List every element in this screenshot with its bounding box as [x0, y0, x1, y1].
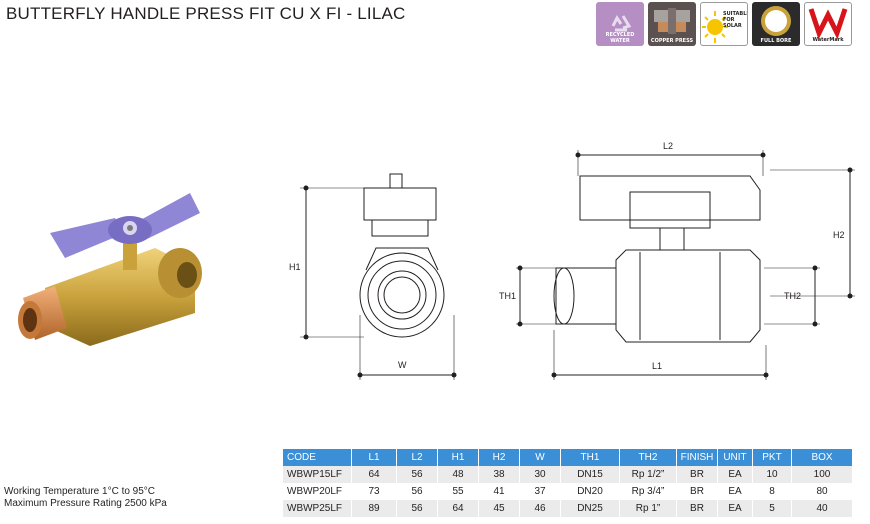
table-row: WBWP25LF 89 56 64 45 46 DN25 Rp 1” BR EA… — [283, 500, 853, 517]
cell-w: 46 — [519, 500, 561, 517]
badge-label: SUITABLE FOR SOLAR — [723, 11, 748, 29]
cell-box: 40 — [791, 500, 853, 517]
cell-th2: Rp 3/4” — [619, 483, 677, 500]
cell-h2: 41 — [478, 483, 520, 500]
cell-th2: Rp 1/2” — [619, 466, 677, 483]
dim-label-th1: TH1 — [499, 291, 516, 301]
col-code: CODE — [283, 449, 352, 466]
cell-l2: 56 — [396, 483, 438, 500]
table-row: WBWP20LF 73 56 55 41 37 DN20 Rp 3/4” BR … — [283, 483, 853, 500]
cell-th1: DN15 — [560, 466, 620, 483]
side-handle — [363, 187, 437, 221]
specifications: Working Temperature 1°C to 95°C Maximum … — [4, 486, 167, 510]
cell-finish: BR — [676, 483, 718, 500]
cell-unit: EA — [717, 500, 753, 517]
cell-unit: EA — [717, 466, 753, 483]
side-handle-top — [389, 173, 403, 189]
certification-badges: RECYCLED WATER COPPER PRESS SUITABLE FOR… — [596, 2, 852, 46]
dim-label-th2: TH2 — [784, 291, 801, 301]
dim-label-l2: L2 — [663, 141, 673, 151]
cell-finish: BR — [676, 500, 718, 517]
full-bore-badge: FULL BORE — [752, 2, 800, 46]
sun-icon — [702, 11, 728, 43]
col-l1: L1 — [351, 449, 397, 466]
cell-l2: 56 — [396, 466, 438, 483]
copper-press-icon — [654, 8, 690, 34]
watermark-icon — [808, 8, 848, 40]
cell-h2: 38 — [478, 466, 520, 483]
cell-th2: Rp 1” — [619, 500, 677, 517]
dim-label-w: W — [398, 360, 407, 370]
cell-l2: 56 — [396, 500, 438, 517]
cell-code: WBWP20LF — [283, 483, 352, 500]
cell-h1: 55 — [437, 483, 479, 500]
cell-code: WBWP25LF — [283, 500, 352, 517]
cell-th1: DN20 — [560, 483, 620, 500]
cell-box: 80 — [791, 483, 853, 500]
cell-h2: 45 — [478, 500, 520, 517]
cell-unit: EA — [717, 483, 753, 500]
cell-pkt: 8 — [752, 483, 792, 500]
col-th2: TH2 — [619, 449, 677, 466]
solar-badge: SUITABLE FOR SOLAR — [700, 2, 748, 46]
cell-w: 37 — [519, 483, 561, 500]
col-w: W — [519, 449, 561, 466]
cell-th1: DN25 — [560, 500, 620, 517]
working-temperature: Working Temperature 1°C to 95°C — [4, 486, 156, 497]
col-h2: H2 — [478, 449, 520, 466]
cell-w: 30 — [519, 466, 561, 483]
technical-drawing: H1 W L2 H2 TH1 TH2 L1 — [289, 141, 855, 380]
badge-label: RECYCLED WATER — [605, 32, 635, 44]
col-finish: FINISH — [676, 449, 718, 466]
col-th1: TH1 — [560, 449, 620, 466]
table-row: WBWP15LF 64 56 48 38 30 DN15 Rp 1/2” BR … — [283, 466, 853, 483]
cell-box: 100 — [791, 466, 853, 483]
cell-l1: 89 — [351, 500, 397, 517]
cell-pkt: 10 — [752, 466, 792, 483]
dim-label-l1: L1 — [652, 361, 662, 371]
cell-finish: BR — [676, 466, 718, 483]
product-photo — [18, 193, 202, 346]
cell-l1: 73 — [351, 483, 397, 500]
table-header-row: CODE L1 L2 H1 H2 W TH1 TH2 FINISH UNIT P… — [283, 449, 853, 466]
product-table: CODE L1 L2 H1 H2 W TH1 TH2 FINISH UNIT P… — [283, 449, 853, 517]
dim-label-h2: H2 — [833, 230, 845, 240]
col-pkt: PKT — [752, 449, 792, 466]
cell-h1: 64 — [437, 500, 479, 517]
cell-l1: 64 — [351, 466, 397, 483]
page-title: BUTTERFLY HANDLE PRESS FIT CU X FI - LIL… — [6, 4, 406, 23]
badge-label: WaterMark — [812, 37, 844, 43]
cell-pkt: 5 — [752, 500, 792, 517]
col-unit: UNIT — [717, 449, 753, 466]
col-box: BOX — [791, 449, 853, 466]
full-bore-icon — [761, 6, 791, 36]
recycle-icon — [611, 15, 632, 32]
max-pressure: Maximum Pressure Rating 2500 kPa — [4, 498, 167, 509]
watermark-badge: WaterMark — [804, 2, 852, 46]
col-l2: L2 — [396, 449, 438, 466]
copper-press-badge: COPPER PRESS — [648, 2, 696, 46]
badge-label: COPPER PRESS — [650, 38, 694, 44]
cell-h1: 48 — [437, 466, 479, 483]
dim-label-h1: H1 — [289, 262, 301, 272]
front-handle — [579, 175, 761, 221]
recycled-water-badge: RECYCLED WATER — [596, 2, 644, 46]
badge-label: FULL BORE — [760, 38, 792, 44]
cell-code: WBWP15LF — [283, 466, 352, 483]
col-h1: H1 — [437, 449, 479, 466]
